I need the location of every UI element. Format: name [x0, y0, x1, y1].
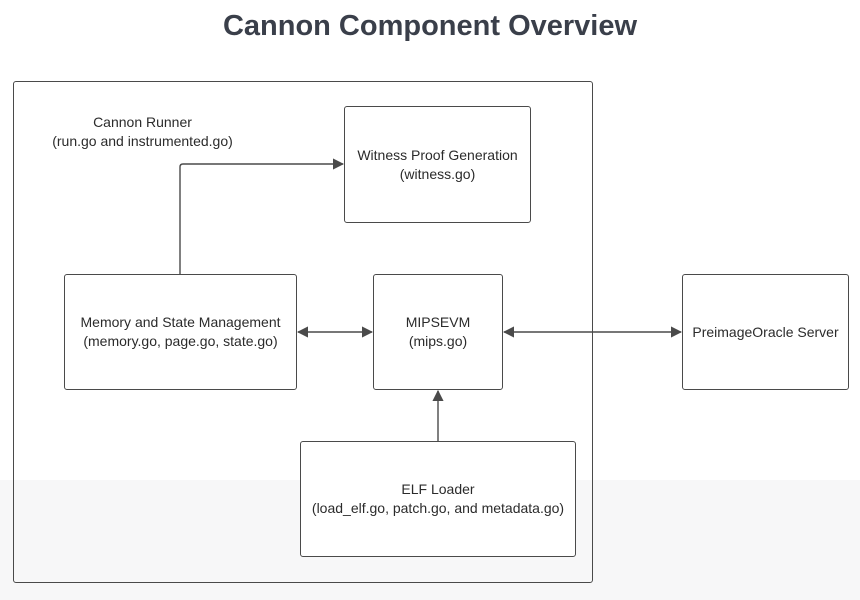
witness-node-title: Witness Proof Generation — [357, 146, 518, 163]
memory-node-files: (memory.go, page.go, state.go) — [83, 333, 278, 349]
memory-node-title: Memory and State Management — [80, 314, 281, 330]
diagram-title: Cannon Component Overview — [222, 10, 638, 42]
witness-node-file: (witness.go) — [399, 165, 476, 182]
witness-proof-generation-node[interactable]: Witness Proof Generation (witness.go) — [344, 106, 531, 223]
edge-memory-to-witness — [179, 158, 345, 274]
preimage-node-title: PreimageOracle Server — [692, 323, 839, 340]
cannon-runner-label: Cannon Runner (run.go and instrumented.g… — [40, 113, 245, 151]
mips-node-file: (mips.go) — [408, 333, 468, 349]
mipsevm-node[interactable]: MIPSEVM (mips.go) — [373, 274, 503, 390]
preimage-oracle-server-node[interactable]: PreimageOracle Server — [682, 274, 849, 390]
elf-loader-node[interactable]: ELF Loader (load_elf.go, patch.go, and m… — [300, 441, 576, 557]
mips-node-title: MIPSEVM — [405, 314, 471, 330]
elf-node-files: (load_elf.go, patch.go, and metadata.go) — [311, 500, 565, 516]
cannon-runner-label-line2: (run.go and instrumented.go) — [52, 133, 233, 149]
elf-node-title: ELF Loader — [401, 481, 475, 497]
cannon-runner-label-line1: Cannon Runner — [93, 114, 192, 130]
memory-state-management-node[interactable]: Memory and State Management (memory.go, … — [64, 274, 297, 390]
